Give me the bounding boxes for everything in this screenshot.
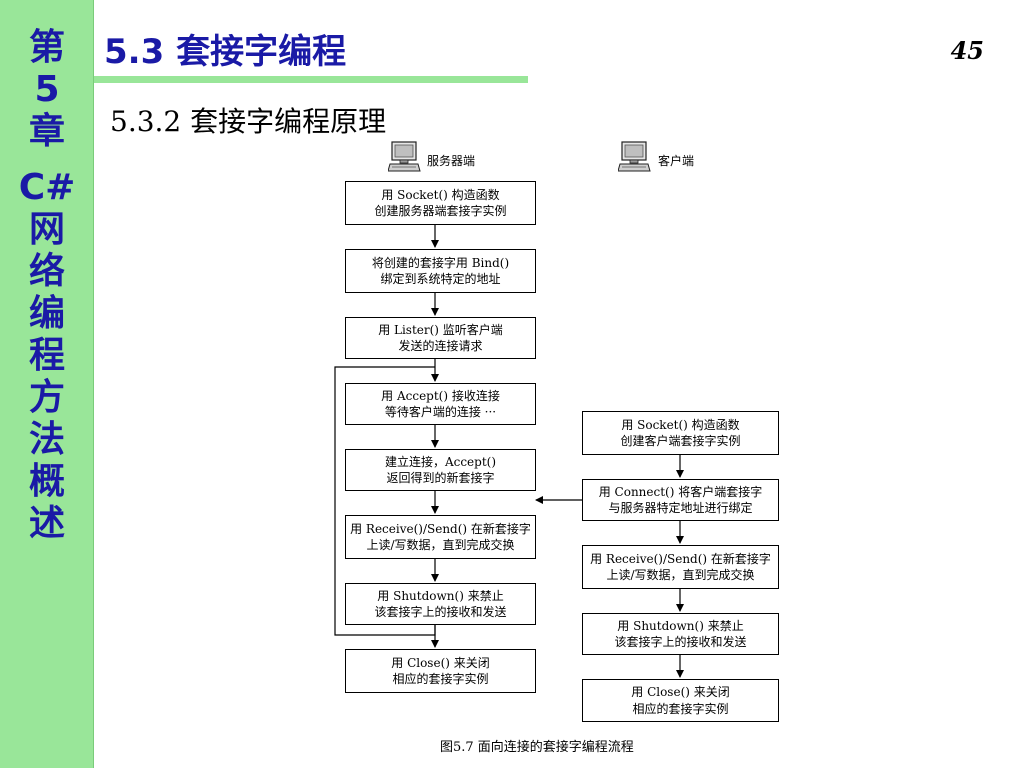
server-step-close: 用 Close() 来关闭 相应的套接字实例 xyxy=(345,649,536,693)
server-step-bind: 将创建的套接字用 Bind() 绑定到系统特定的地址 xyxy=(345,249,536,293)
step-line: 用 Shutdown() 来禁止 xyxy=(377,588,504,603)
step-line: 发送的连接请求 xyxy=(398,339,483,353)
sidebar-char: 编 xyxy=(28,293,65,334)
client-computer-icon xyxy=(618,141,651,172)
server-step-listen: 用 Lister() 监听客户端 发送的连接请求 xyxy=(345,317,536,359)
sidebar-char: 络 xyxy=(28,251,65,292)
step-line: 用 Socket() 构造函数 xyxy=(621,417,740,432)
client-step-receive-send: 用 Receive()/Send() 在新套接字 上读/写数据，直到完成交换 xyxy=(582,545,779,589)
step-line: 用 Close() 来关闭 xyxy=(631,685,730,700)
step-line: 等待客户端的连接 ··· xyxy=(384,405,497,419)
step-line: 建立连接，Accept() xyxy=(384,454,497,469)
step-line: 该套接字上的接收和发送 xyxy=(614,635,747,649)
server-step-connected: 建立连接，Accept() 返回得到的新套接字 xyxy=(345,449,536,491)
title-underline xyxy=(94,76,528,83)
step-line: 用 Socket() 构造函数 xyxy=(381,187,500,202)
step-line: 上读/写数据，直到完成交换 xyxy=(366,538,515,552)
sidebar-char: 章 xyxy=(28,111,65,152)
sidebar-char: 程 xyxy=(28,335,65,376)
step-line: 用 Shutdown() 来禁止 xyxy=(617,618,744,633)
step-line: 用 Lister() 监听客户端 xyxy=(378,322,503,337)
chapter-sidebar: 第 5 章 C# 网 络 编 程 方 法 概 述 xyxy=(0,0,94,768)
sidebar-char: 5 xyxy=(34,69,60,110)
server-step-socket: 用 Socket() 构造函数 创建服务器端套接字实例 xyxy=(345,181,536,225)
server-step-receive-send: 用 Receive()/Send() 在新套接字 上读/写数据，直到完成交换 xyxy=(345,515,536,559)
sidebar-char: 第 xyxy=(28,27,65,68)
step-line: 用 Receive()/Send() 在新套接字 xyxy=(590,551,771,566)
server-label: 服务器端 xyxy=(427,154,476,168)
step-line: 用 Accept() 接收连接 xyxy=(381,388,500,403)
step-line: 用 Receive()/Send() 在新套接字 xyxy=(350,521,531,536)
loop-back-line xyxy=(334,366,436,636)
client-step-socket: 用 Socket() 构造函数 创建客户端套接字实例 xyxy=(582,411,779,455)
step-line: 创建服务器端套接字实例 xyxy=(374,204,507,218)
sidebar-char: 方 xyxy=(28,377,65,418)
server-computer-icon xyxy=(388,141,421,172)
client-step-close: 用 Close() 来关闭 相应的套接字实例 xyxy=(582,679,779,722)
step-line: 将创建的套接字用 Bind() xyxy=(371,255,510,270)
step-line: 用 Close() 来关闭 xyxy=(391,655,490,670)
section-subtitle: 5.3.2 套接字编程原理 xyxy=(110,105,387,138)
server-step-shutdown: 用 Shutdown() 来禁止 该套接字上的接收和发送 xyxy=(345,583,536,625)
step-line: 相应的套接字实例 xyxy=(392,672,489,686)
page-number: 45 xyxy=(950,36,984,65)
step-line: 用 Connect() 将客户端套接字 xyxy=(598,484,763,499)
sidebar-char: C# xyxy=(18,167,76,208)
sidebar-char: 法 xyxy=(28,419,65,460)
client-label: 客户端 xyxy=(658,154,695,168)
sidebar-char: 概 xyxy=(28,461,65,502)
step-line: 上读/写数据，直到完成交换 xyxy=(606,568,755,582)
step-line: 与服务器特定地址进行绑定 xyxy=(608,501,753,515)
client-step-connect: 用 Connect() 将客户端套接字 与服务器特定地址进行绑定 xyxy=(582,479,779,521)
sidebar-char: 述 xyxy=(28,503,65,544)
server-step-accept: 用 Accept() 接收连接 等待客户端的连接 ··· xyxy=(345,383,536,425)
step-line: 创建客户端套接字实例 xyxy=(620,434,741,448)
step-line: 返回得到的新套接字 xyxy=(386,471,495,485)
figure-caption: 图5.7 面向连接的套接字编程流程 xyxy=(440,740,634,755)
sidebar-char: 网 xyxy=(28,209,65,250)
step-line: 绑定到系统特定的地址 xyxy=(380,272,501,286)
step-line: 相应的套接字实例 xyxy=(632,701,729,716)
client-step-shutdown: 用 Shutdown() 来禁止 该套接字上的接收和发送 xyxy=(582,613,779,655)
step-line: 该套接字上的接收和发送 xyxy=(374,605,507,619)
slide-title: 5.3 套接字编程 xyxy=(104,32,347,72)
